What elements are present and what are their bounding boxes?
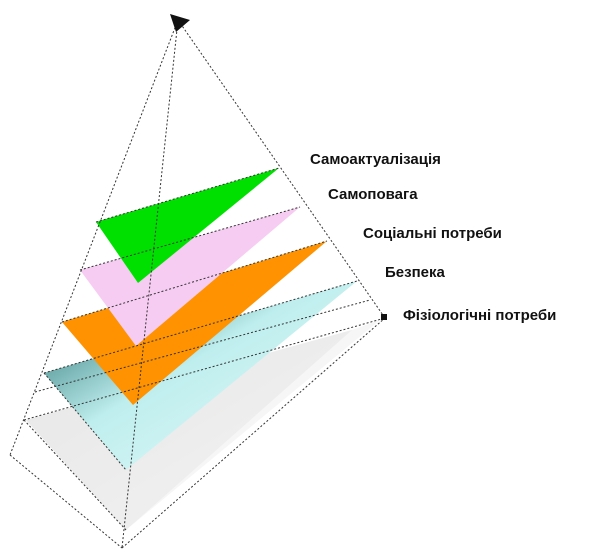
label-self-esteem: Самоповага [328,186,418,203]
level-esteem-plane [80,207,300,346]
pyramid-edges [9,19,386,549]
level-selfactualization-plane [96,168,279,283]
label-self-actualization: Самоактуалізація [310,151,441,168]
label-safety: Безпека [385,264,445,281]
level-safety-plane [44,281,357,470]
label-physiological-needs: Фізіологічні потреби [403,307,556,324]
apex-arrow-icon [170,14,190,32]
label-social-needs: Соціальні потреби [363,225,502,242]
axis-end-marker-icon [381,314,387,320]
level-physiological-side [26,320,380,530]
level-social-plane [62,241,327,405]
